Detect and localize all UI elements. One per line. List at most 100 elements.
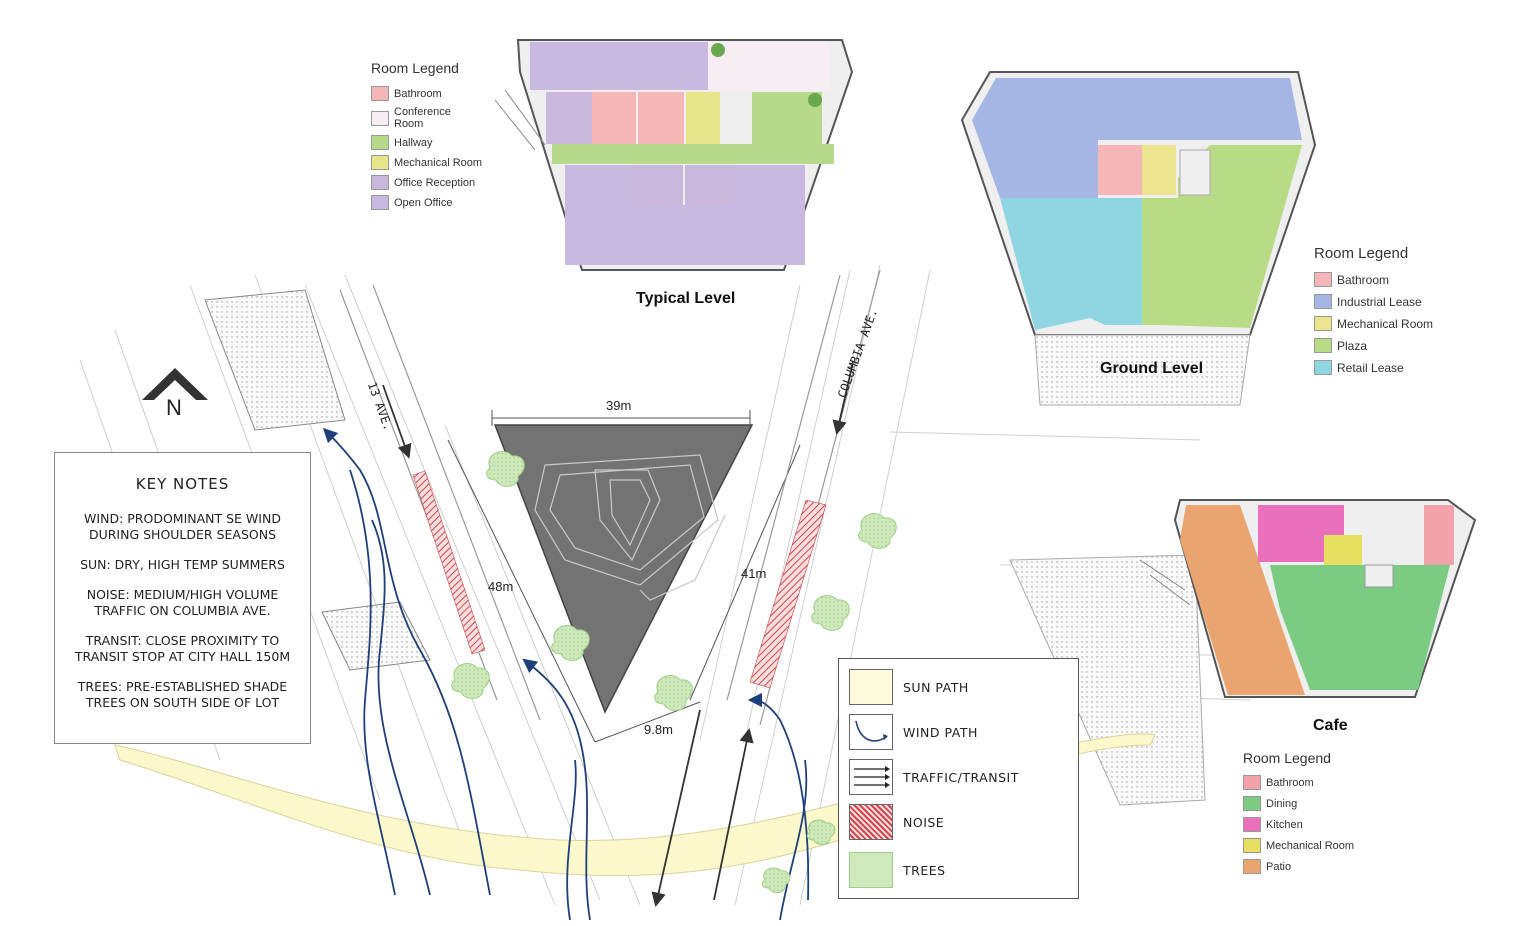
sun-path [114, 733, 1156, 877]
legend-label: Hallway [394, 136, 433, 149]
legend-swatch [1314, 338, 1332, 353]
legend-item: Bathroom [371, 86, 482, 101]
legend-swatch [371, 110, 389, 126]
legend-item: Mechanical Room [371, 155, 482, 170]
legend-item: Hallway [371, 135, 482, 150]
noise-zone [412, 470, 486, 655]
legend-wind-path: WIND PATH [849, 714, 1074, 750]
legend-item: Plaza [1314, 338, 1433, 353]
building-massing-sketch [534, 454, 726, 601]
legend-label: Kitchen [1266, 818, 1303, 831]
legend-traffic: TRAFFIC/TRANSIT [849, 759, 1074, 795]
legend-item: Bathroom [1314, 272, 1433, 287]
legend-swatch [371, 175, 389, 190]
dimension-left: 48m [488, 579, 514, 594]
legend-label: Patio [1266, 860, 1292, 873]
legend-label: Retail Lease [1337, 360, 1404, 375]
cafe-title: Cafe [1313, 717, 1348, 734]
north-arrow-icon [142, 368, 208, 400]
legend-swatch [1243, 859, 1261, 874]
legend-swatch [1243, 775, 1261, 790]
ground-level-plan [960, 71, 1317, 406]
legend-item: Conference Room [371, 106, 482, 130]
legend-label: Bathroom [1337, 272, 1390, 287]
wind-paths [322, 427, 810, 921]
legend-label: Bathroom [394, 87, 442, 100]
legend-noise: NOISE [849, 804, 1074, 840]
legend-item: Open Office [371, 195, 482, 210]
dimension-top: 39m [606, 398, 632, 413]
dimension-right: 41m [741, 566, 767, 581]
legend-label: Mechanical Room [394, 156, 483, 169]
legend-label: Mechanical Room [1266, 839, 1355, 852]
noise-zone [749, 499, 827, 689]
legend-swatch [371, 195, 389, 210]
legend-item: Bathroom [1243, 775, 1354, 790]
legend-title: Room Legend [371, 60, 459, 76]
legend-swatch [371, 86, 389, 101]
typical-level-title: Typical Level [636, 290, 736, 307]
legend-label: Industrial Lease [1337, 294, 1422, 309]
north-label: N [166, 395, 182, 420]
neighbor-lot [1009, 554, 1206, 806]
legend-sun-path: SUN PATH [849, 669, 1074, 705]
legend-label: TREES [903, 862, 946, 878]
legend-label: Bathroom [1266, 776, 1314, 789]
legend-label: Conference Room [394, 106, 451, 130]
legend-item: Patio [1243, 859, 1354, 874]
legend-item: Kitchen [1243, 817, 1354, 832]
legend-item: Retail Lease [1314, 360, 1433, 375]
legend-swatch [371, 155, 389, 170]
trees-swatch [849, 852, 893, 888]
key-note: SUN: DRY, HIGH TEMP SUMMERS [80, 557, 285, 572]
dimension-bottom: 9.8m [644, 722, 673, 737]
legend-item: Office Reception [371, 175, 482, 190]
legend-item: Mechanical Room [1243, 838, 1354, 853]
key-notes-title: KEY NOTES [135, 475, 230, 493]
traffic-arrows [382, 361, 854, 908]
neighbor-lot [204, 289, 346, 431]
ground-level-title: Ground Level [1100, 360, 1204, 377]
legend-label: SUN PATH [903, 679, 969, 695]
traffic-arrows-icon [849, 759, 893, 795]
typical-level-plan [494, 39, 854, 271]
legend-item: Industrial Lease [1314, 294, 1433, 309]
wind-path-icon [849, 714, 893, 750]
legend-item: Dining [1243, 796, 1354, 811]
legend-title: Room Legend [1314, 245, 1409, 262]
trees [451, 451, 897, 893]
legend-label: Dining [1266, 797, 1298, 810]
neighbor-lot [321, 601, 431, 671]
legend-label: Open Office [394, 196, 453, 209]
legend-swatch [371, 135, 389, 150]
legend-swatch [1243, 796, 1261, 811]
site-legend: SUN PATH WIND PATH TRAFFIC/TRANSIT NOISE… [838, 658, 1079, 899]
site-lot [493, 424, 754, 714]
legend-label: Mechanical Room [1337, 316, 1434, 331]
legend-swatch [1314, 360, 1332, 375]
legend-label: NOISE [903, 814, 945, 830]
legend-swatch [1314, 272, 1332, 287]
legend-title: Room Legend [1243, 750, 1331, 766]
legend-swatch [1314, 316, 1332, 331]
legend-trees: TREES [849, 852, 1074, 888]
legend-label: TRAFFIC/TRANSIT [903, 769, 1019, 785]
noise-swatch [849, 804, 893, 840]
sun-path-swatch [849, 669, 893, 705]
legend-label: Plaza [1337, 338, 1368, 353]
legend-swatch [1314, 294, 1332, 309]
cafe-plan [1139, 499, 1477, 698]
legend-label: WIND PATH [903, 724, 978, 740]
legend-swatch [1243, 817, 1261, 832]
